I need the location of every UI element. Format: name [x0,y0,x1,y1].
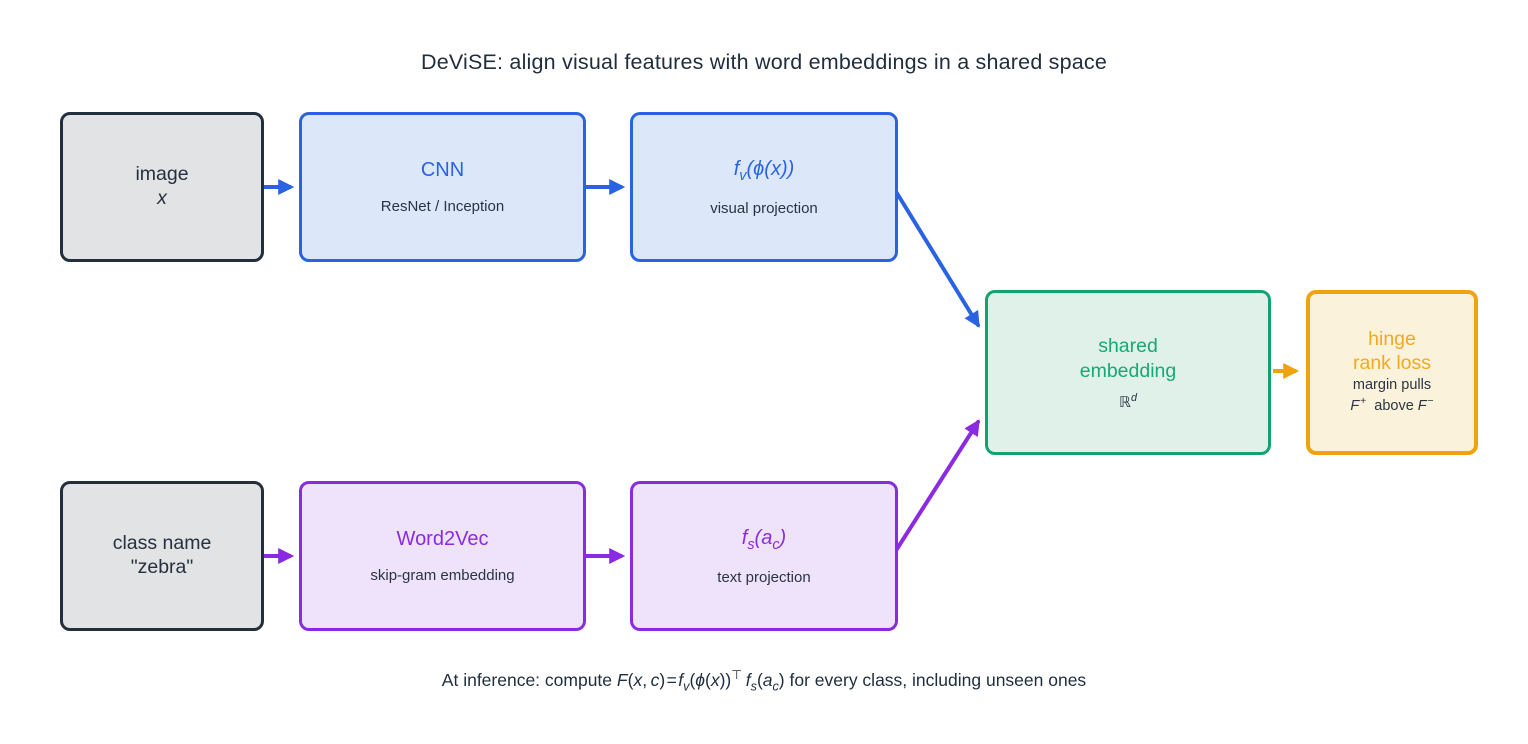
node-shared-embedding: shared embedding ℝd [985,290,1271,455]
text-projection-sublabel: text projection [717,568,811,586]
diagram-title: DeViSE: align visual features with word … [420,50,1108,74]
word2vec-sublabel: skip-gram embedding [370,567,515,584]
node-hinge-rank-loss: hinge rank loss margin pulls F + above F… [1306,290,1478,455]
node-word2vec: Word2Vec skip-gram embedding [299,481,586,631]
node-text-projection: fs(ac) text projection [630,481,898,631]
arrow-text-projection-to-shared [893,419,980,554]
node-visual-projection: fv(ϕ(x)) visual projection [630,112,898,262]
arrow-visual-projection-to-shared [893,188,980,328]
text-projection-formula: fs(ac) [741,526,787,553]
visual-projection-formula: fv(ϕ(x)) [733,157,795,184]
shared-embedding-label: shared embedding [1079,335,1177,382]
node-image-input: image x [60,112,264,262]
node-cnn: CNN ResNet / Inception [299,112,586,262]
cnn-sublabel: ResNet / Inception [380,198,505,215]
inference-caption: At inference: compute F(x, c) = fv(ϕ(x))… [441,668,1087,694]
shared-embedding-space: ℝd [1119,391,1137,411]
cnn-label: CNN [420,159,465,181]
image-input-label: image [135,163,189,186]
image-input-variable: x [157,187,167,209]
visual-projection-sublabel: visual projection [710,199,818,217]
word2vec-label: Word2Vec [396,528,489,550]
node-class-name-input: class name "zebra" [60,481,264,631]
hinge-loss-label: hinge rank loss [1352,328,1432,375]
hinge-loss-sublabel-1: margin pulls [1352,376,1432,393]
class-name-label: class name [112,532,212,555]
hinge-loss-sublabel-2: F + above F − [1350,396,1434,415]
class-name-example: "zebra" [130,556,194,578]
